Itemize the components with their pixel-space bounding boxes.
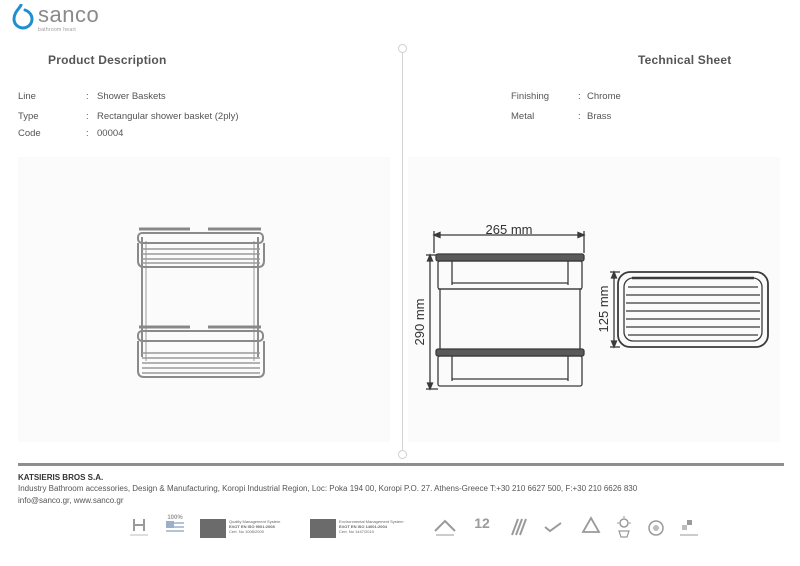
footer-rule [18,463,784,466]
field-label: Finishing [511,91,550,102]
warranty-badge: 12 [472,515,492,531]
width-dimension-label: 265 mm [486,222,533,237]
eu-flag-icon [310,519,336,538]
shower-basket-photo [137,227,265,378]
company-contact: info@sanco.gr, www.sanco.gr [18,496,124,505]
iso14001-line2: ΕΛΟΤ EN ISO 14001:2004 [339,524,387,529]
no-rust-icon [544,522,562,533]
iso9001-line2: ΕΛΟΤ EN ISO 9001:2008 [229,524,275,529]
quality-seal-icon [648,520,664,536]
product-description-heading: Product Description [48,53,167,67]
brand-name: sanco [38,2,100,27]
product-photo-panel [18,157,390,442]
company-name: KATSIERIS BROS S.A. [18,473,104,482]
field-value: Rectangular shower basket (2ply) [97,111,239,122]
iso-14001-badge: Environmental Management System ΕΛΟΤ EN … [310,519,403,538]
field-value: Chrome [587,91,621,102]
center-divider [402,50,403,452]
field-label: Line [18,91,36,102]
recycle-icon [581,516,601,533]
iso9001-line1: Quality Management System [229,519,281,524]
iso-9001-badge: Quality Management System ΕΛΟΤ EN ISO 90… [200,519,280,538]
field-colon: : [86,128,89,139]
field-label: Code [18,128,41,139]
technical-sheet-heading: Technical Sheet [638,53,732,67]
divider-bottom-dot [398,450,407,459]
technical-drawing: 265 mm 290 mm 125 mm [412,222,769,391]
depth-dimension-label: 125 mm [596,286,611,333]
iso14001-line3: Cert. No 1447/2010 [339,529,374,534]
field-colon: : [578,111,581,122]
iso14001-line1: Environmental Management System [339,519,404,524]
divider-top-dot [398,44,407,53]
field-value: Shower Baskets [97,91,166,102]
field-value: Brass [587,111,612,122]
technical-drawing-panel: 265 mm 290 mm 125 mm [408,157,780,442]
hotels-icon [130,519,148,536]
field-colon: : [86,91,89,102]
height-dimension-label: 290 mm [412,299,427,346]
brand-logo: sanco bathroom heart [12,4,99,33]
field-code: Code : 00004 [18,128,123,139]
field-label: Type [18,111,39,122]
field-label: Metal [511,111,535,122]
eu-flag-icon [200,519,226,538]
company-address: Industry Bathroom accessories, Design & … [18,484,638,493]
water-drop-icon [12,4,34,30]
badge-100-label: 100% [167,515,183,521]
field-metal: Metal : Brass [511,111,611,122]
nano-coating-icon [680,520,698,536]
field-line: Line : Shower Baskets [18,91,166,102]
certification-badges: 100% Quality Management System ΕΛΟΤ EN I… [128,515,708,547]
warranty-years: 12 [474,515,490,531]
stripes-icon [511,518,527,536]
greek-flag-icon [166,521,184,535]
field-value: 00004 [97,128,124,139]
field-finishing: Finishing : Chrome [511,91,621,102]
field-colon: : [86,111,89,122]
katsieris-mark-icon [434,519,456,536]
field-type: Type : Rectangular shower basket (2ply) [18,111,239,122]
iso9001-line3: Cert. No 1008/2000 [229,529,264,534]
brand-tagline: bathroom heart [38,27,77,33]
sun-resistant-icon [617,516,631,538]
greek-made-badge: 100% [164,515,186,540]
field-colon: : [578,91,581,102]
